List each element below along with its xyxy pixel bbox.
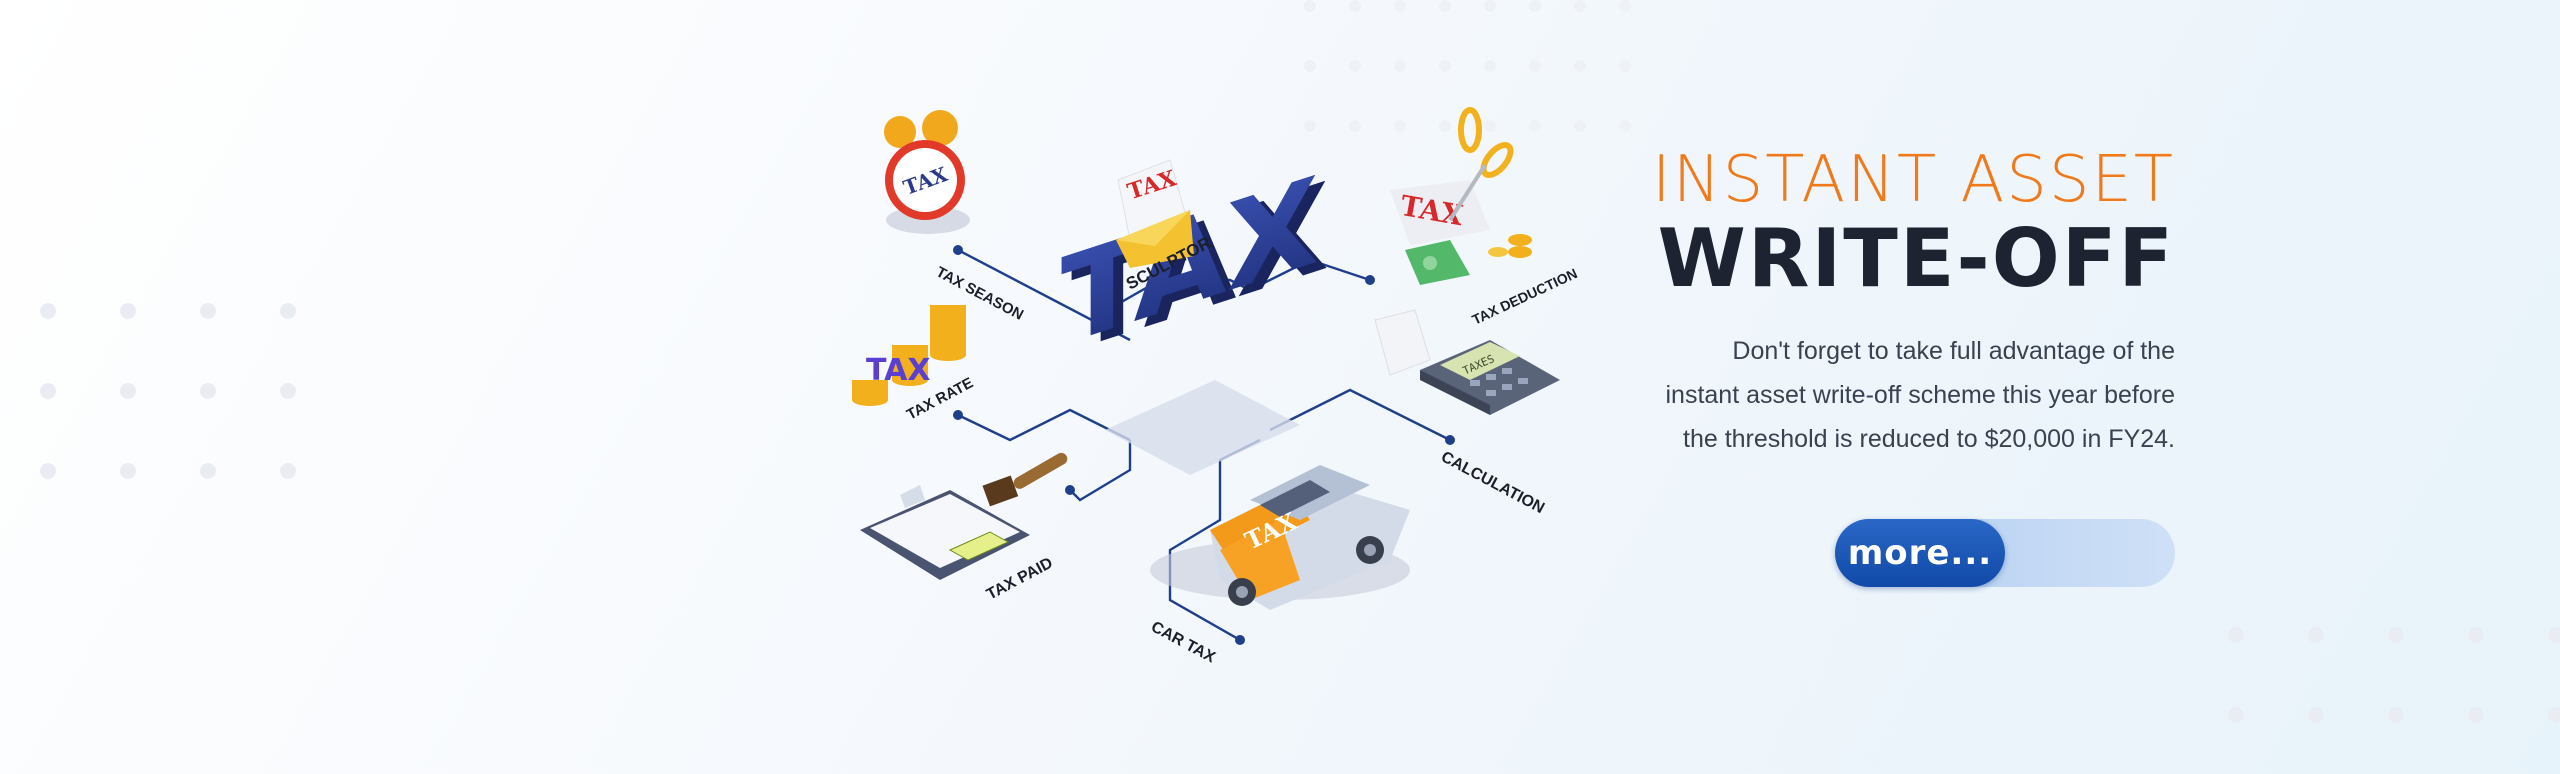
- svg-text:TAX: TAX: [866, 353, 930, 388]
- hero-text-block: INSTANT ASSET WRITE-OFF Don't forget to …: [1375, 145, 2175, 461]
- node-label-car-tax: CAR TAX: [1148, 619, 1218, 667]
- hero-title-line1: INSTANT ASSET: [1651, 143, 2175, 217]
- more-button-label: more...: [1835, 519, 2005, 587]
- tax-rate-icon: TAX: [852, 305, 966, 406]
- calculator-icon: TAXES: [1374, 309, 1560, 415]
- car-icon: TAX: [1150, 465, 1410, 610]
- node-label-tax-paid: TAX PAID: [984, 555, 1056, 604]
- more-button[interactable]: more...: [1835, 519, 2175, 587]
- hero-description-line: instant asset write-off scheme this year…: [1665, 381, 2176, 410]
- tax-paid-stamp-icon: [860, 452, 1068, 580]
- hero-description-line: the threshold is reduced to $20,000 in F…: [1683, 425, 2175, 454]
- hero-description: Don't forget to take full advantage of t…: [1375, 329, 2176, 461]
- connector-dots: [953, 245, 1455, 645]
- alarm-clock-icon: TAX: [884, 110, 970, 234]
- tax-deduction-icon: TAX: [1390, 107, 1532, 285]
- hero-description-line: Don't forget to take full advantage of t…: [1732, 337, 2175, 366]
- tax-illustration: TAX TAX TAX TAX SEASON TAX SCULPTOR TAX …: [852, 107, 1580, 667]
- hero-title-line2: WRITE-OFF: [1657, 212, 2175, 306]
